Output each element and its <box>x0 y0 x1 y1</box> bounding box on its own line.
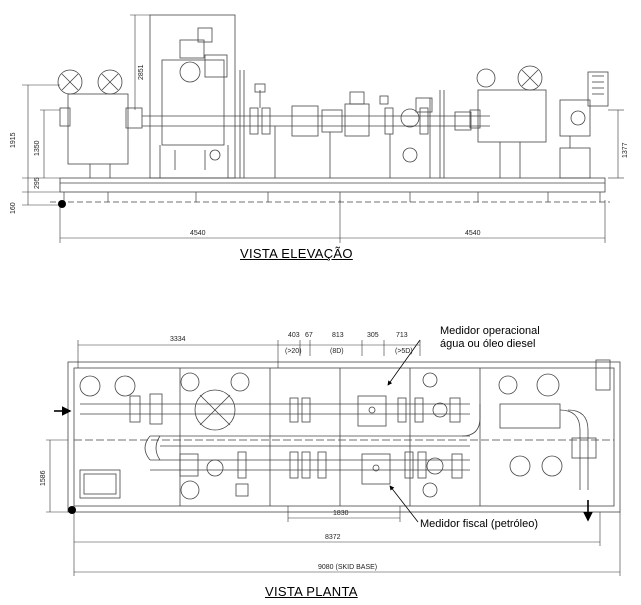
dim-sub-20d: (>20) <box>285 348 302 355</box>
dim-span-left: 4540 <box>190 230 206 237</box>
elevation-dimension-lines <box>22 14 624 243</box>
dim-3334: 3334 <box>170 336 186 343</box>
plan-datum-mark <box>68 506 76 514</box>
dim-403: 403 <box>288 332 300 339</box>
dim-height-total: 1915 <box>10 132 17 148</box>
plan-skid-outline <box>67 361 621 513</box>
dim-height-right: 1377 <box>622 142 629 158</box>
dim-width: 1586 <box>40 470 47 486</box>
operational-meter <box>357 395 387 427</box>
skid-base-beam <box>59 177 606 193</box>
dim-713: 713 <box>396 332 408 339</box>
operational-leader <box>387 339 421 386</box>
callout-operational-meter: Medidor operacional água ou óleo diesel <box>440 325 540 351</box>
elevation-view <box>50 14 610 203</box>
plan-title: VISTA PLANTA <box>265 584 358 599</box>
elevation-title: VISTA ELEVAÇÃO <box>240 246 353 261</box>
fiscal-meter <box>361 453 391 485</box>
dim-67: 67 <box>305 332 313 339</box>
dim-span-right: 4540 <box>465 230 481 237</box>
dim-height-upper: 1350 <box>34 140 41 156</box>
plan-lower-pipe <box>144 404 481 485</box>
plan-dimension-lines <box>46 340 621 576</box>
dim-1830: 1830 <box>333 510 349 517</box>
left-filter-body <box>67 93 129 165</box>
right-filter-body <box>477 89 547 143</box>
elevation-datum-mark <box>58 200 66 208</box>
dim-skid-base: 9080 (SKID BASE) <box>318 564 378 571</box>
dim-sub-8d: (8D) <box>330 348 344 355</box>
plan-view <box>67 359 621 513</box>
dim-height-foot: 160 <box>10 202 17 214</box>
dim-813: 813 <box>332 332 344 339</box>
dim-height-top: 2851 <box>138 64 145 80</box>
callout-operational-line1: Medidor operacional <box>440 325 540 337</box>
elevation-pipe-run <box>142 83 490 163</box>
dim-8372: 8372 <box>325 534 341 541</box>
plan-valve-wheel <box>194 389 236 431</box>
dim-sub-5d: (>5D) <box>395 348 413 355</box>
callout-operational-line2: água ou óleo diesel <box>440 338 536 350</box>
central-frame <box>149 14 236 179</box>
dim-305: 305 <box>367 332 379 339</box>
callout-fiscal-meter: Medidor fiscal (petróleo) <box>420 518 538 530</box>
fiscal-leader <box>389 485 419 523</box>
plan-upper-pipe <box>80 389 470 431</box>
dim-height-base: 295 <box>34 177 41 189</box>
